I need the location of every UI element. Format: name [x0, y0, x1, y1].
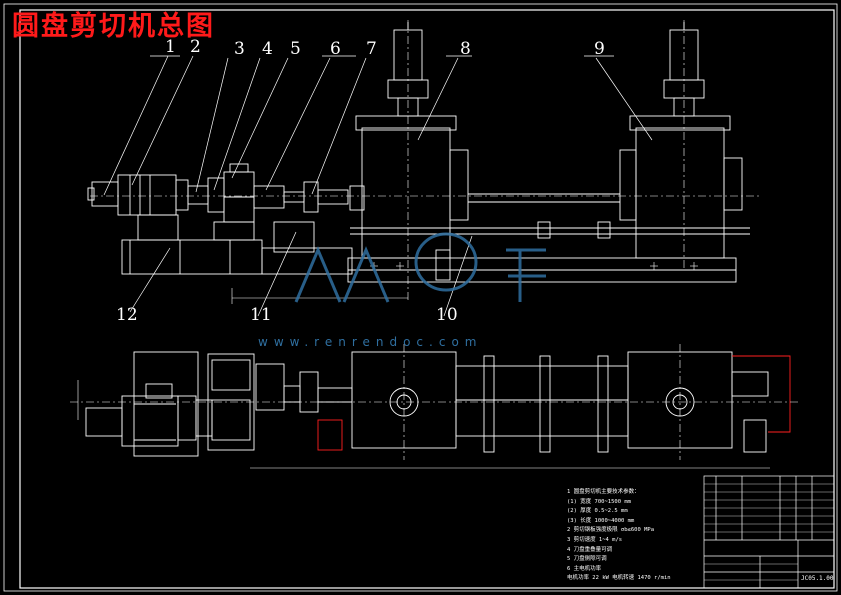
note-line: 3 剪切速度 1~4 m/s — [567, 536, 623, 543]
note-line: 5 刀盘侧隙可调 — [567, 556, 607, 563]
part-callout-1: 1 — [165, 37, 176, 57]
note-line: 电机功率 22 kW 电机转速 1470 r/min — [567, 575, 671, 582]
part-callout-8: 8 — [460, 39, 471, 59]
inner-border — [19, 9, 835, 589]
drawing-title: 圆盘剪切机总图 — [12, 11, 215, 42]
drawing-number: JC05.1.00 — [801, 575, 834, 582]
note-line: 4 刀盘重叠量可调 — [567, 546, 613, 553]
note-line: (3) 长度 1000~4000 mm — [567, 517, 635, 524]
part-callout-10: 10 — [436, 305, 458, 325]
part-callout-4: 4 — [262, 39, 273, 59]
part-callout-12: 12 — [116, 305, 138, 325]
note-line: 2 剪切钢板强度极限 σb≤600 MPa — [567, 527, 655, 534]
part-callout-2: 2 — [190, 37, 201, 57]
note-line: (1) 宽度 700~1500 mm — [567, 498, 631, 505]
note-line: 6 主电机功率 — [567, 565, 602, 572]
technical-notes: 1 圆盘剪切机主要技术参数： (1) 宽度 700~1500 mm (2) 厚度… — [567, 488, 717, 584]
note-line: (2) 厚度 0.5~2.5 mm — [567, 508, 628, 515]
outer-border — [3, 3, 838, 592]
title-block — [703, 475, 835, 589]
part-callout-5: 5 — [290, 39, 301, 59]
part-callout-9: 9 — [594, 39, 605, 59]
part-callout-11: 11 — [250, 305, 272, 325]
part-callout-3: 3 — [234, 39, 245, 59]
top-view — [70, 344, 800, 469]
watermark-logo — [294, 232, 546, 303]
watermark-text: www.renrendoc.com — [258, 335, 483, 349]
note-line: 1 圆盘剪切机主要技术参数： — [567, 489, 640, 495]
front-view — [87, 20, 760, 317]
part-callout-6: 6 — [330, 39, 341, 59]
part-callout-7: 7 — [366, 39, 377, 59]
